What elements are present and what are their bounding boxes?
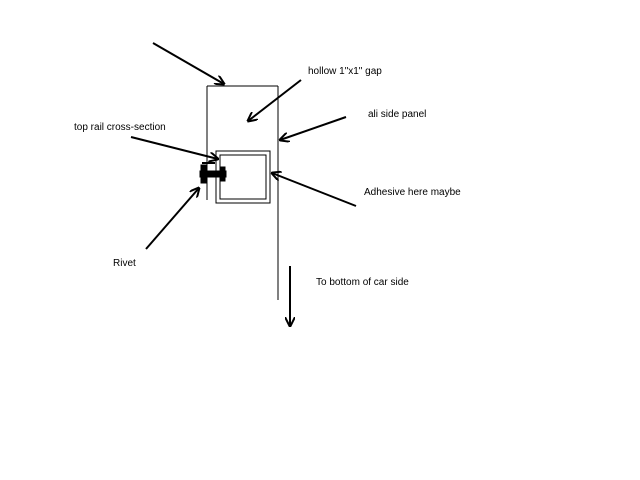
label-rivet: Rivet <box>113 258 136 269</box>
rivet-shape <box>199 162 227 184</box>
arrow-to-adhesive <box>272 173 357 207</box>
label-adhesive: Adhesive here maybe <box>364 187 461 198</box>
arrow-to-top-rail <box>130 136 218 159</box>
label-top-rail: top rail cross-section <box>74 122 166 133</box>
side-panel-outline <box>206 85 279 300</box>
arrow-to-panel-top <box>152 42 224 84</box>
rivet-shaft <box>199 170 227 178</box>
arrows <box>130 42 357 326</box>
arrow-to-side-panel <box>280 116 347 140</box>
rivet-head <box>200 164 208 184</box>
arrow-to-gap <box>248 79 302 121</box>
label-bottom: To bottom of car side <box>316 277 409 288</box>
label-gap: hollow 1"x1" gap <box>308 66 382 77</box>
label-side-panel: ali side panel <box>368 109 426 120</box>
arrow-to-rivet <box>145 188 199 250</box>
rail-inner-square <box>219 154 267 200</box>
rivet-tail <box>220 166 226 182</box>
